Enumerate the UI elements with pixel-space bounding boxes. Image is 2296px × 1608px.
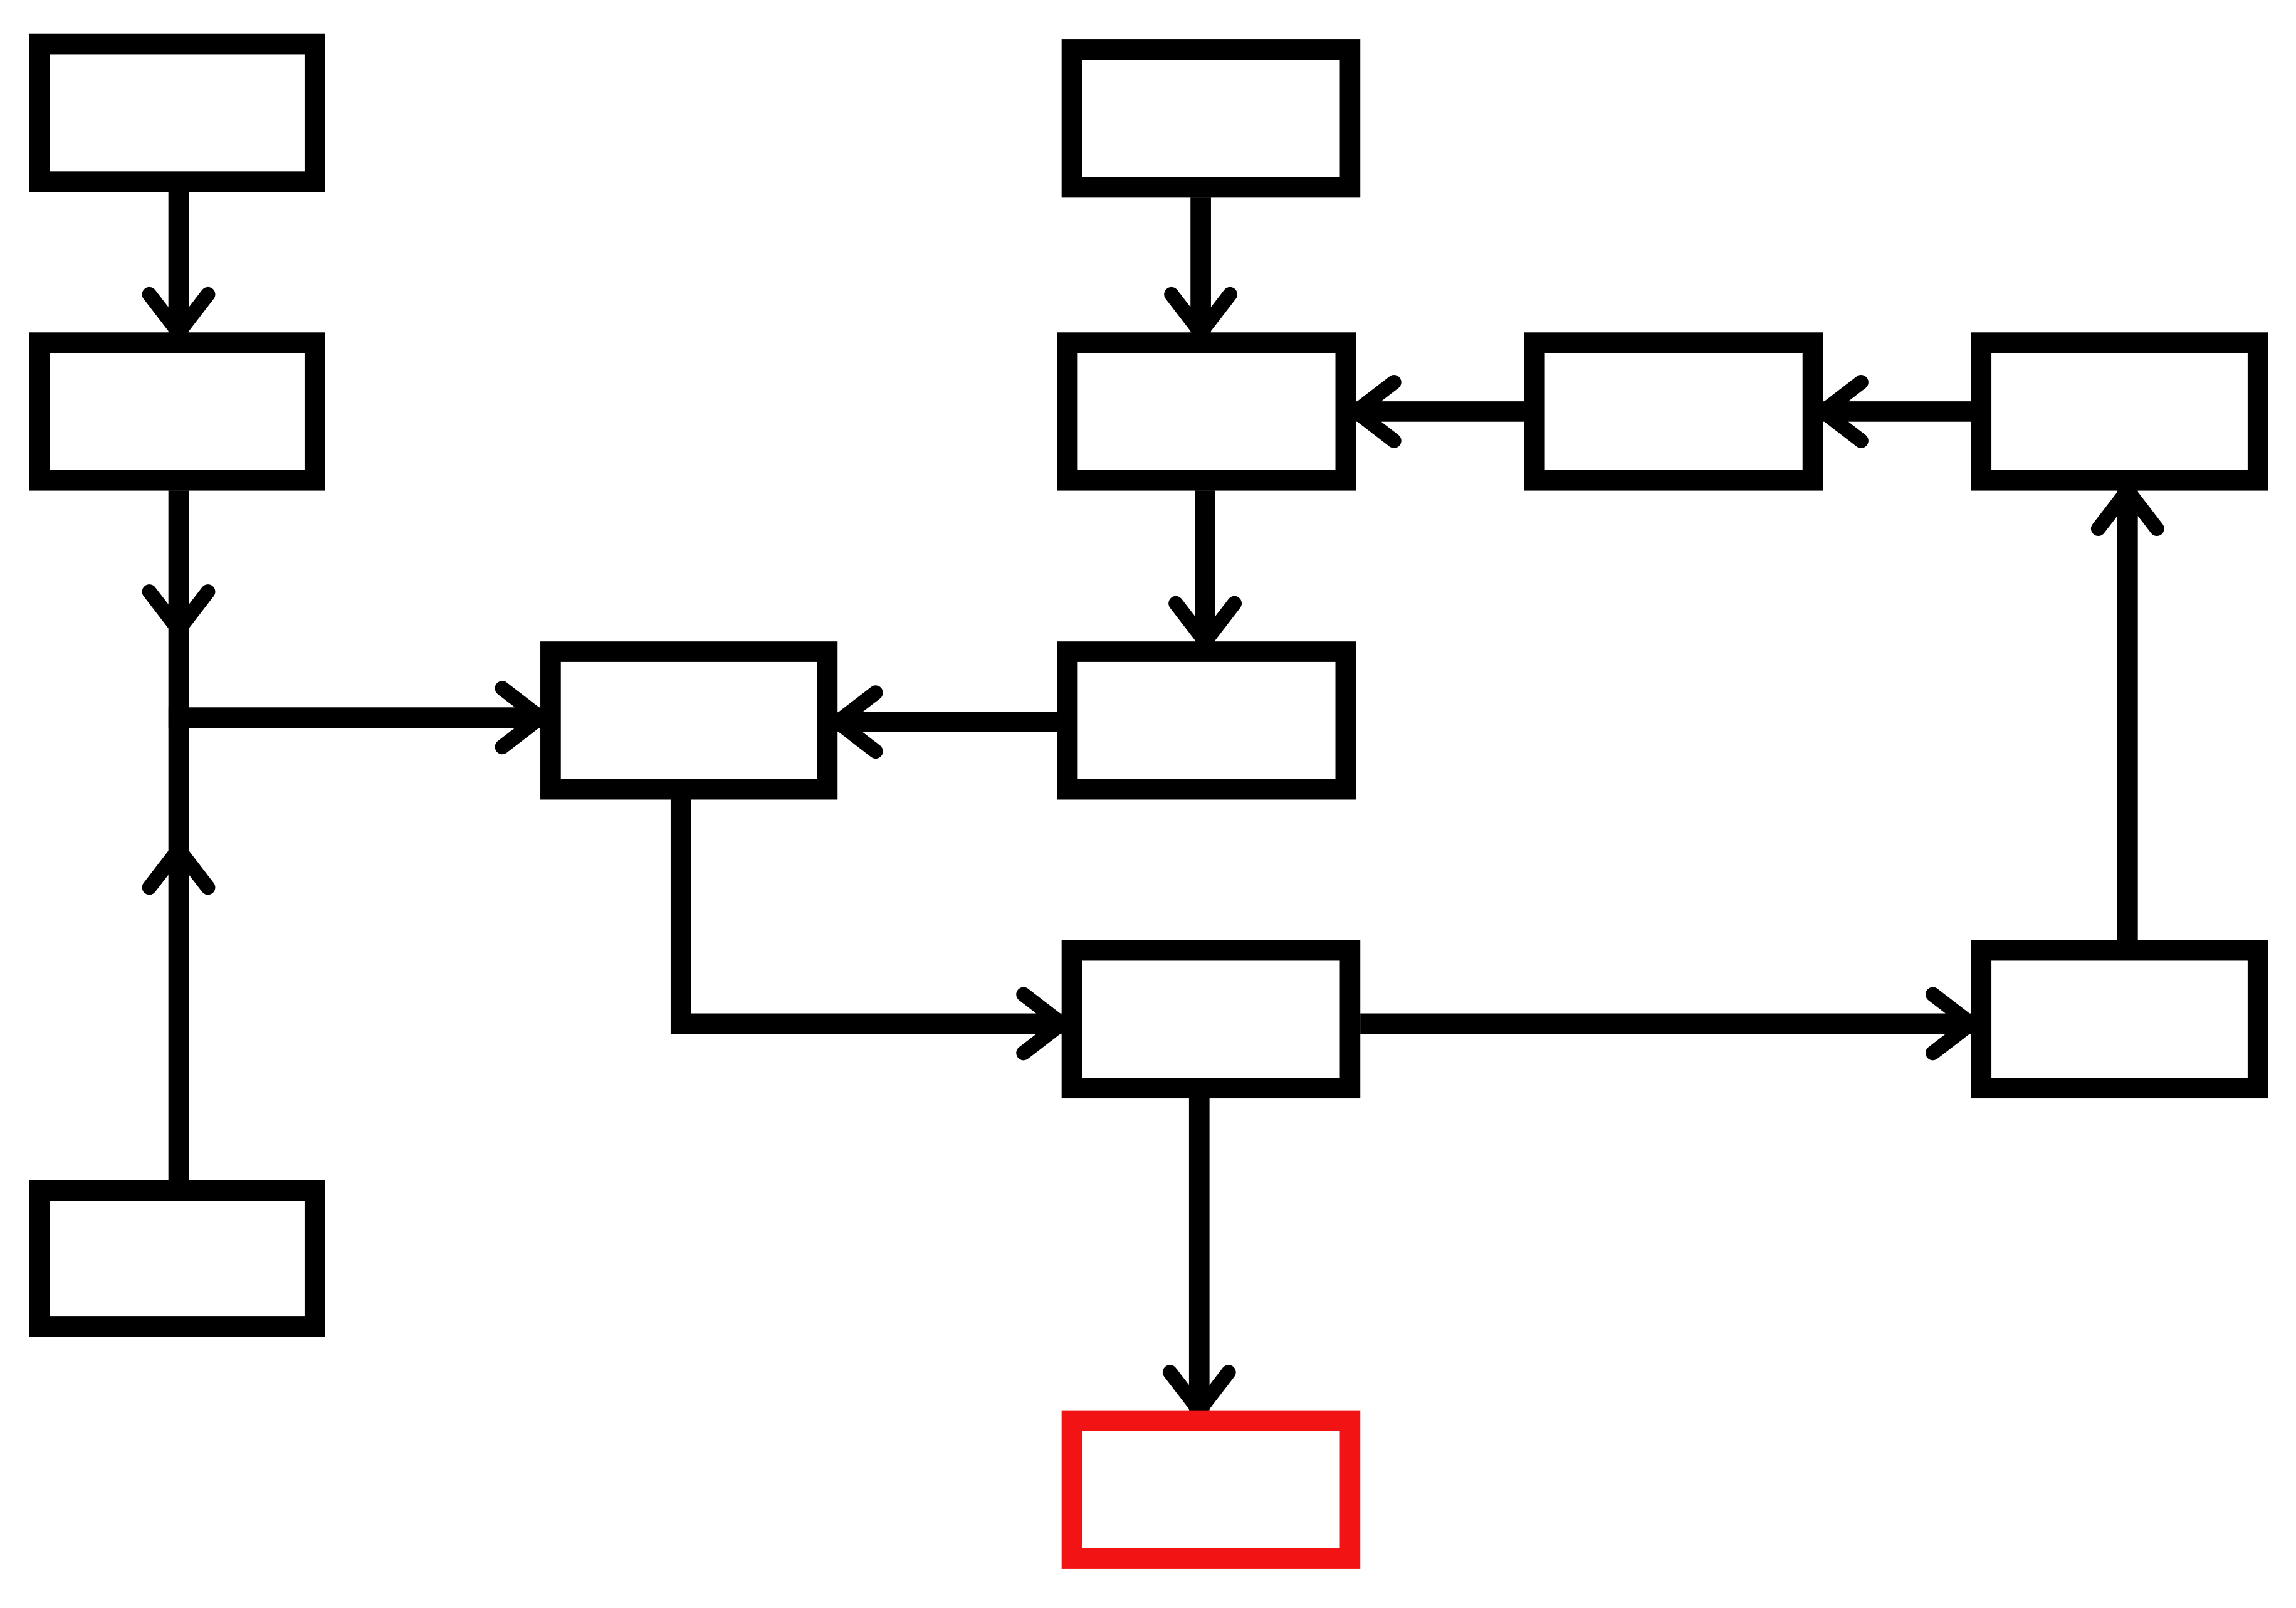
node-n9[interactable] xyxy=(1057,641,1356,800)
node-n2[interactable] xyxy=(29,332,325,491)
node-n6[interactable] xyxy=(1524,332,1823,491)
node-n11[interactable] xyxy=(1971,940,2268,1099)
node-n7[interactable] xyxy=(1971,332,2268,491)
arrowhead-mid-n3-n8 xyxy=(142,837,216,895)
edge-n2-n8 xyxy=(168,490,541,728)
edge-n3-n8 xyxy=(168,707,541,1180)
node-n3[interactable] xyxy=(29,1180,325,1337)
arrowhead-n1-n2 xyxy=(142,286,216,345)
arrowhead-mid-n2-n8 xyxy=(142,584,216,642)
arrowhead-n4-n5 xyxy=(1164,286,1237,345)
node-n4[interactable] xyxy=(1061,39,1361,198)
node-n1[interactable] xyxy=(29,33,325,192)
node-n10[interactable] xyxy=(1061,940,1361,1099)
edge-n8-n10 xyxy=(670,799,1062,1034)
node-n5[interactable] xyxy=(1057,332,1356,491)
node-n12-highlighted[interactable] xyxy=(1061,1410,1361,1569)
node-n8[interactable] xyxy=(540,641,838,800)
